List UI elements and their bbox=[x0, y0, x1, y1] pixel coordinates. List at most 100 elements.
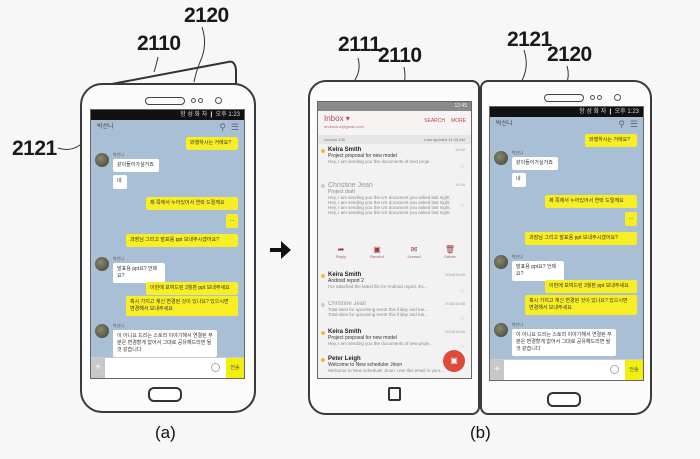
email-list-item[interactable]: Keira Smith Project proposal for new mod… bbox=[318, 329, 471, 355]
email-time: 12:44 bbox=[454, 182, 465, 187]
delete-action[interactable]: 🗑Delete bbox=[435, 245, 465, 259]
ref-2121-b: 2121 bbox=[507, 28, 552, 51]
email-preview: Total sites for upcoming event this frid… bbox=[328, 312, 429, 317]
reply-icon: ➦ bbox=[337, 245, 345, 254]
message-bubble: 혹시 가지고 계신 변경된 것이 있나요? 있으시면 변경해서 보내주세요 bbox=[126, 296, 238, 316]
email-sender: Christine Jean bbox=[328, 182, 373, 189]
email-preview: Hey, I am sending you the UX document yo… bbox=[328, 195, 451, 215]
avatar bbox=[95, 153, 109, 167]
star-icon[interactable]: ☆ bbox=[459, 289, 465, 295]
email-sender: Keira Smith bbox=[328, 147, 362, 153]
sensor-dot bbox=[198, 98, 203, 103]
email-list-item[interactable]: Peter Leigh Welcome to New scheduler Jin… bbox=[318, 356, 471, 378]
email-sender: Keira Smith bbox=[328, 272, 362, 278]
remind-action[interactable]: ▣Remind bbox=[362, 245, 392, 259]
unread-dot bbox=[321, 274, 325, 278]
email-subject: Welcome to New scheduler Jinon bbox=[328, 362, 403, 368]
message-bubble: 발표용 ppt요? 언제요? bbox=[512, 261, 564, 281]
message-bubble: 이번에 보여드린 3월판 ppt 보내주세요 bbox=[545, 280, 637, 293]
email-list-item-expanded[interactable]: Christine Jean Project draft Hey, I am s… bbox=[318, 182, 471, 242]
star-icon[interactable]: ☆ bbox=[459, 164, 465, 170]
reply-action[interactable]: ➦Reply bbox=[326, 245, 356, 259]
attach-plus-button[interactable]: + bbox=[91, 358, 105, 378]
chat-header: 박선니 ⚲ ☰ bbox=[490, 117, 643, 132]
send-button[interactable]: 전송 bbox=[625, 360, 643, 380]
contact-name: 박선니 bbox=[113, 256, 125, 261]
email-list-item[interactable]: Keira Smith Project proposal for new mod… bbox=[318, 147, 471, 175]
unread-count: Unread 126 bbox=[324, 137, 345, 142]
email-preview: Hey, I am sending you the documents of n… bbox=[328, 159, 433, 164]
chat-screen: 항 성 화 자 ❙ 오후 1:23 박선니 ⚲ ☰ 와행하시는 거에요? 박선니… bbox=[90, 109, 245, 379]
email-header: Inbox ▾ androidux@gmail.com SEARCH MORE bbox=[318, 111, 471, 135]
chat-header: 박선니 ⚲ ☰ bbox=[91, 120, 244, 135]
swipe-actions: ➦Reply ▣Remind ✉Unread 🗑Delete bbox=[318, 245, 471, 267]
menu-icon[interactable]: ☰ bbox=[629, 119, 638, 129]
unread-dot bbox=[321, 149, 325, 153]
message-bubble: 같이들어가실거죠 bbox=[512, 157, 558, 170]
email-screen: 12:45 Inbox ▾ androidux@gmail.com SEARCH… bbox=[317, 101, 472, 379]
email-sender: Christine Jean bbox=[328, 301, 367, 307]
message-bubble: 네 bbox=[113, 175, 127, 189]
home-button[interactable] bbox=[547, 392, 581, 407]
inbox-meta: Unread 126 Last updated 11:45 AM bbox=[318, 135, 471, 144]
email-subject: Project draft bbox=[328, 189, 355, 195]
speaker bbox=[544, 94, 584, 102]
ref-2110-b: 2110 bbox=[378, 44, 422, 67]
read-dot bbox=[321, 303, 325, 307]
unread-action[interactable]: ✉Unread bbox=[399, 245, 429, 259]
message-bubble: 이 아니요 드리는 스토리 이야기해서 연결된 부분은 변경할게 없어서 그대로… bbox=[512, 329, 616, 356]
action-label: Remind bbox=[370, 254, 384, 259]
ref-2120-a: 2120 bbox=[184, 4, 229, 27]
email-sender: Keira Smith bbox=[328, 329, 362, 335]
inbox-dropdown[interactable]: Inbox ▾ bbox=[324, 114, 350, 123]
email-list-item[interactable]: Keira Smith Android report 2 I've attach… bbox=[318, 272, 471, 300]
phone-b-panel-2120: 항 성 화 자 ❙ 오후 1:23 박선니 ⚲ ☰ 와행하시는 거에요? 박선니… bbox=[480, 80, 652, 415]
remind-icon: ▣ bbox=[373, 245, 381, 254]
unread-dot bbox=[321, 358, 325, 362]
search-icon[interactable]: ⚲ bbox=[618, 119, 625, 129]
star-icon[interactable]: ☆ bbox=[459, 316, 465, 322]
email-subject: Project proposal for new model bbox=[328, 335, 397, 341]
compose-fab[interactable]: ▣ bbox=[443, 350, 465, 372]
chat-title: 박선니 bbox=[97, 124, 114, 130]
avatar bbox=[494, 255, 508, 269]
status-bar: 항 성 화 자 ❙ 오후 1:23 bbox=[490, 107, 643, 117]
email-preview: Hey, I am sending you the documents of n… bbox=[328, 341, 433, 346]
attach-plus-button[interactable]: + bbox=[490, 360, 504, 380]
message-bubble: 발표용 ppt요? 언제요? bbox=[113, 263, 165, 283]
home-button[interactable] bbox=[388, 387, 401, 401]
more-button[interactable]: MORE bbox=[451, 118, 466, 124]
emoji-icon[interactable] bbox=[211, 363, 220, 372]
email-subject: Total sites for upcoming event this frid… bbox=[328, 307, 429, 312]
message-bubble: 혹시 가지고 계신 변경된 것이 있나요? 있으시면 변경해서 보내주세요 bbox=[525, 295, 637, 315]
avatar bbox=[494, 323, 508, 337]
sensor-dot bbox=[191, 98, 196, 103]
front-camera bbox=[215, 97, 222, 104]
home-button[interactable] bbox=[148, 387, 182, 402]
message-bubble: 와행하시는 거에요? bbox=[585, 134, 637, 147]
email-status-bar: 12:45 bbox=[318, 102, 471, 111]
star-icon[interactable]: ☆ bbox=[459, 203, 465, 209]
compose-icon: ▣ bbox=[450, 356, 458, 365]
message-bubble: 같이들어가실거죠 bbox=[113, 159, 159, 172]
search-icon[interactable]: ⚲ bbox=[219, 122, 226, 132]
send-button[interactable]: 전송 bbox=[226, 358, 244, 378]
front-camera bbox=[614, 94, 621, 101]
ref-2120-b: 2120 bbox=[547, 43, 592, 66]
message-bubble: 와행하시는 거에요? bbox=[186, 137, 238, 150]
transition-arrow bbox=[270, 241, 291, 259]
avatar bbox=[95, 257, 109, 271]
emoji-icon[interactable] bbox=[610, 365, 619, 374]
caption-b: (b) bbox=[470, 423, 491, 442]
avatar bbox=[95, 324, 109, 338]
action-label: Reply bbox=[335, 254, 347, 259]
speaker bbox=[145, 97, 185, 105]
contact-name: 박선니 bbox=[512, 322, 524, 327]
star-icon[interactable]: ☆ bbox=[459, 344, 465, 350]
menu-icon[interactable]: ☰ bbox=[230, 122, 239, 132]
email-time: 2016/11/08 bbox=[445, 301, 465, 306]
search-button[interactable]: SEARCH bbox=[424, 118, 445, 124]
email-list-item[interactable]: Christine Jean Total sites for upcoming … bbox=[318, 301, 471, 327]
message-bubble: 이 아니요 드리는 스토리 이야기해서 연결된 부분은 변경할게 없어서 그대로… bbox=[113, 330, 217, 357]
delete-icon: 🗑 bbox=[444, 245, 456, 254]
